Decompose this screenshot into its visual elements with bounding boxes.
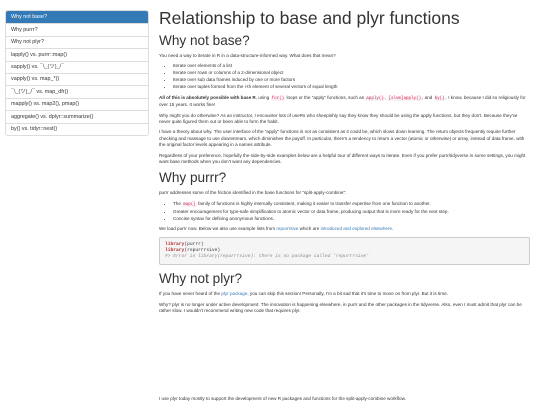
paragraph: Why? plyr is no longer under active deve… bbox=[159, 301, 522, 314]
toc-item-why-not-base[interactable]: Why not base? bbox=[6, 11, 148, 24]
introduced-explored-link[interactable]: introduced and explored elsewhere bbox=[320, 226, 393, 232]
code-block: library(purrr) library(repurrrsive) #> E… bbox=[159, 236, 530, 266]
paragraph: purrr addresses some of the friction ide… bbox=[159, 190, 347, 196]
plyr-package-link[interactable]: plyr package bbox=[221, 291, 248, 297]
toc-item-by-vs-nest[interactable]: by() vs. tidyr::nest() bbox=[6, 122, 148, 135]
inline-code: apply() bbox=[365, 96, 385, 101]
page-title: Relationship to base and plyr functions bbox=[159, 8, 460, 28]
toc-item-why-purrr[interactable]: Why purrr? bbox=[6, 23, 148, 35]
toc-item-sapply-vs-shrug[interactable]: sapply() vs. ¯\_(ツ)_/¯ bbox=[6, 60, 148, 73]
toc-item-why-not-plyr[interactable]: Why not plyr? bbox=[6, 35, 148, 48]
list-item: The map() family of functions is highly … bbox=[173, 201, 530, 208]
paragraph: You need a way to iterate in R in a data… bbox=[159, 53, 336, 58]
truncated-paragraph: I use plyr today mostly to support the d… bbox=[159, 396, 406, 401]
inline-code: by() bbox=[433, 96, 446, 101]
toc-item-vapply-vs-map-star[interactable]: vapply() vs. map_*() bbox=[6, 72, 148, 85]
bullet-list: The map() family of functions is highly … bbox=[173, 201, 530, 222]
list-item: Concise syntax for defining anonymous fu… bbox=[173, 216, 530, 222]
main-content: Relationship to base and plyr functions … bbox=[159, 8, 530, 319]
list-item: Iterate over elements of a list bbox=[173, 63, 530, 69]
paragraph: Regardless of your preference, hopefully… bbox=[159, 152, 526, 165]
list-item: Iterate over sub data frames induced by … bbox=[173, 77, 530, 83]
section-heading-why-purrr: Why purrr? bbox=[159, 170, 227, 186]
code-line: library(purrr) bbox=[165, 241, 204, 247]
section-heading-why-not-plyr: Why not plyr? bbox=[159, 271, 243, 287]
paragraph: If you have never heard of the plyr pack… bbox=[159, 291, 448, 297]
paragraph: We load purrr now. Below we also use exa… bbox=[159, 226, 394, 232]
list-item: Iterate over rows or columns of a 2-dime… bbox=[173, 70, 530, 76]
code-line: library(repurrrsive) bbox=[165, 247, 221, 253]
toc-item-shrug-vs-map-dfr[interactable]: ¯\_(ツ)_/¯ vs. map_dfr() bbox=[6, 85, 148, 97]
paragraph: All of this is absolutely possible with … bbox=[159, 94, 526, 108]
list-item: Greater encouragement for type-safe simp… bbox=[173, 209, 530, 215]
bold-text: All of this is absolutely possible with … bbox=[159, 94, 256, 100]
inline-code: [slvm]apply() bbox=[387, 96, 423, 101]
toc-item-lapply-vs-map[interactable]: lapply() vs. purrr::map() bbox=[6, 48, 148, 60]
table-of-contents: Why not base? Why purrr? Why not plyr? l… bbox=[5, 10, 149, 136]
inline-code: for() bbox=[270, 96, 286, 101]
code-output-error: #> Error in library(repurrrsive): there … bbox=[165, 254, 369, 260]
paragraph: I have a theory about why. The user inte… bbox=[159, 129, 525, 148]
bullet-list: Iterate over elements of a list Iterate … bbox=[173, 63, 530, 90]
paragraph: Why might you do otherwise? As an instru… bbox=[159, 112, 518, 125]
list-item: Iterate over tuples formed from the i-th… bbox=[173, 84, 530, 90]
repurrrsive-link[interactable]: repurrrsive bbox=[276, 226, 299, 232]
section-heading-why-not-base: Why not base? bbox=[159, 33, 250, 48]
toc-item-mapply-vs-map2-pmap[interactable]: mapply() vs. map2(), pmap() bbox=[6, 97, 148, 110]
inline-code: map() bbox=[182, 202, 197, 207]
toc-item-aggregate-vs-summarize[interactable]: aggregate() vs. dplyr::summarize() bbox=[6, 110, 148, 122]
